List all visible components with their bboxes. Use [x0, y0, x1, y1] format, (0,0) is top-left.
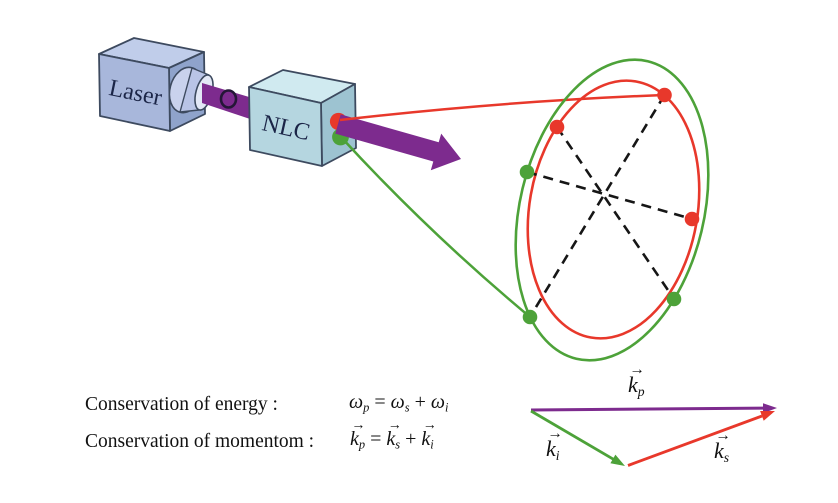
idler-photon-dot: [522, 309, 538, 325]
energy-equation: ωp=ωs+ωi: [349, 391, 448, 415]
idler-photon-dot: [666, 291, 682, 307]
plus-sign: +: [414, 391, 426, 413]
kp-vector-label: →kp: [628, 361, 645, 399]
pump-block-arrow: [335, 114, 461, 171]
correlation-line-3: [526, 170, 693, 221]
omega-p-term: ωp: [349, 391, 370, 415]
energy-conservation-label: Conservation of energy :: [85, 394, 278, 415]
momentum-equation: →kp=→ks+→ki: [350, 418, 437, 452]
vector-arrow-icon: →: [629, 361, 645, 379]
momentum-conservation-label: Conservation of momentom :: [85, 431, 315, 452]
vector-arrow-icon: →: [422, 418, 437, 434]
momentum-triangle: [530, 403, 777, 467]
correlation-line-1: [528, 94, 666, 318]
idler-photon-dot: [519, 164, 535, 180]
correlation-lines: [526, 94, 693, 318]
omega-i-term: ωi: [430, 391, 449, 415]
ks-vector-label: →ks: [714, 427, 731, 465]
idler-ring-ellipse: [514, 58, 710, 362]
idler-cone-line: [340, 136, 531, 318]
laser-box-front-face: [98, 53, 171, 132]
ki-term: →ki: [421, 418, 437, 452]
signal-cone-line: [339, 93, 665, 122]
plus-sign: +: [405, 428, 417, 450]
vector-arrow-icon: →: [547, 425, 563, 443]
signal-photon-dot: [549, 119, 565, 135]
signal-ring-ellipse: [526, 79, 701, 340]
vector-arrow-icon: →: [715, 427, 731, 445]
ks-vector-arrow: [627, 414, 763, 467]
equals-sign: =: [374, 391, 386, 413]
ki-arrowhead-icon: [610, 454, 625, 466]
pump-beam: [202, 83, 256, 121]
ki-vector-arrow: [530, 409, 615, 461]
ks-arrowhead-icon: [760, 411, 775, 421]
kp-term: →kp: [350, 418, 366, 452]
kp-vector-arrow: [530, 406, 765, 412]
vector-arrow-icon: →: [387, 418, 402, 434]
signal-photon-dot: [684, 211, 700, 227]
omega-s-term: ωs: [390, 391, 410, 415]
equals-sign: =: [370, 428, 382, 450]
polarization-ring-icon: [219, 89, 238, 109]
vector-arrow-icon: →: [351, 418, 366, 434]
signal-photon-dot: [657, 87, 672, 103]
nlc-box-front-face: [248, 86, 323, 167]
correlation-line-2: [555, 126, 676, 300]
ki-vector-label: →ki: [546, 425, 563, 463]
laser-box: Laser: [98, 37, 214, 132]
ks-term: →ks: [386, 418, 402, 452]
kp-arrowhead-icon: [763, 403, 777, 414]
